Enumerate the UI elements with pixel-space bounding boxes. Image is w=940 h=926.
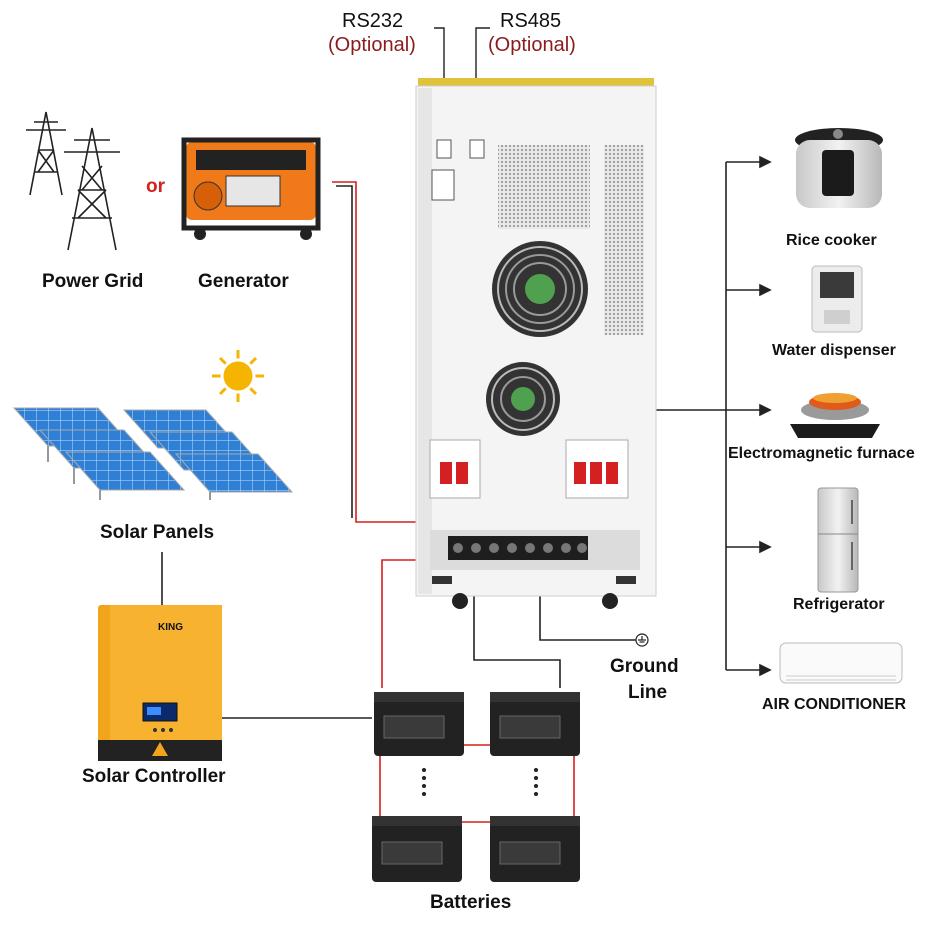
appliance-refrigerator: Refrigerator [793,596,885,613]
refrigerator-icon [817,487,859,593]
solar-panels-icon [12,407,294,500]
appliance-air-conditioner: AIR CONDITIONER [762,696,906,713]
solar-controller-icon [98,605,222,761]
or-label: or [146,176,165,197]
appliance-arrows [726,155,772,677]
cooling-fan-large [492,241,588,337]
rice-cooker-icon [795,128,883,208]
battery-bottom-right [490,816,580,882]
appliance-water-dispenser: Water dispenser [772,342,896,359]
power-grid-tower-icon [26,111,120,251]
terminal-block [430,530,640,570]
induction-cooker-icon [790,393,880,438]
rs232-port [436,139,452,159]
input-breaker [429,439,481,499]
generator-icon [181,137,321,240]
generator-label: Generator [198,271,289,292]
battery-top-left [374,692,464,756]
battery-wire-black [473,575,561,688]
rs232-optional-note: (Optional) [328,34,416,56]
solar-panels-label: Solar Panels [100,522,215,543]
rs485-label: RS485 [500,10,562,32]
rs485-port [469,139,485,159]
generator-wire-return [336,185,353,518]
batteries-icon [372,692,580,882]
output-breaker [565,439,629,499]
inverter-cabinet [415,78,657,609]
rs485-optional-note: (Optional) [488,34,576,56]
ground-line-label-2: Line [628,682,668,703]
rs232-label: RS232 [342,10,404,32]
ground-line-label-1: Ground [610,656,679,677]
ground-wire [539,575,636,641]
ground-symbol-icon [635,633,649,647]
battery-top-right [490,692,580,756]
appliance-electromagnetic-furnace: Electromagnetic furnace [728,445,915,462]
sun-icon [212,350,264,402]
battery-bottom-left [372,816,462,882]
batteries-label: Batteries [430,892,512,913]
water-dispenser-icon [811,265,863,333]
cooling-fan-small [486,362,560,436]
power-grid-label: Power Grid [42,271,144,292]
solar-controller-label: Solar Controller [82,766,226,787]
air-conditioner-icon [779,642,903,684]
appliance-rice-cooker: Rice cooker [786,232,877,249]
controller-brand: KING [158,622,183,633]
